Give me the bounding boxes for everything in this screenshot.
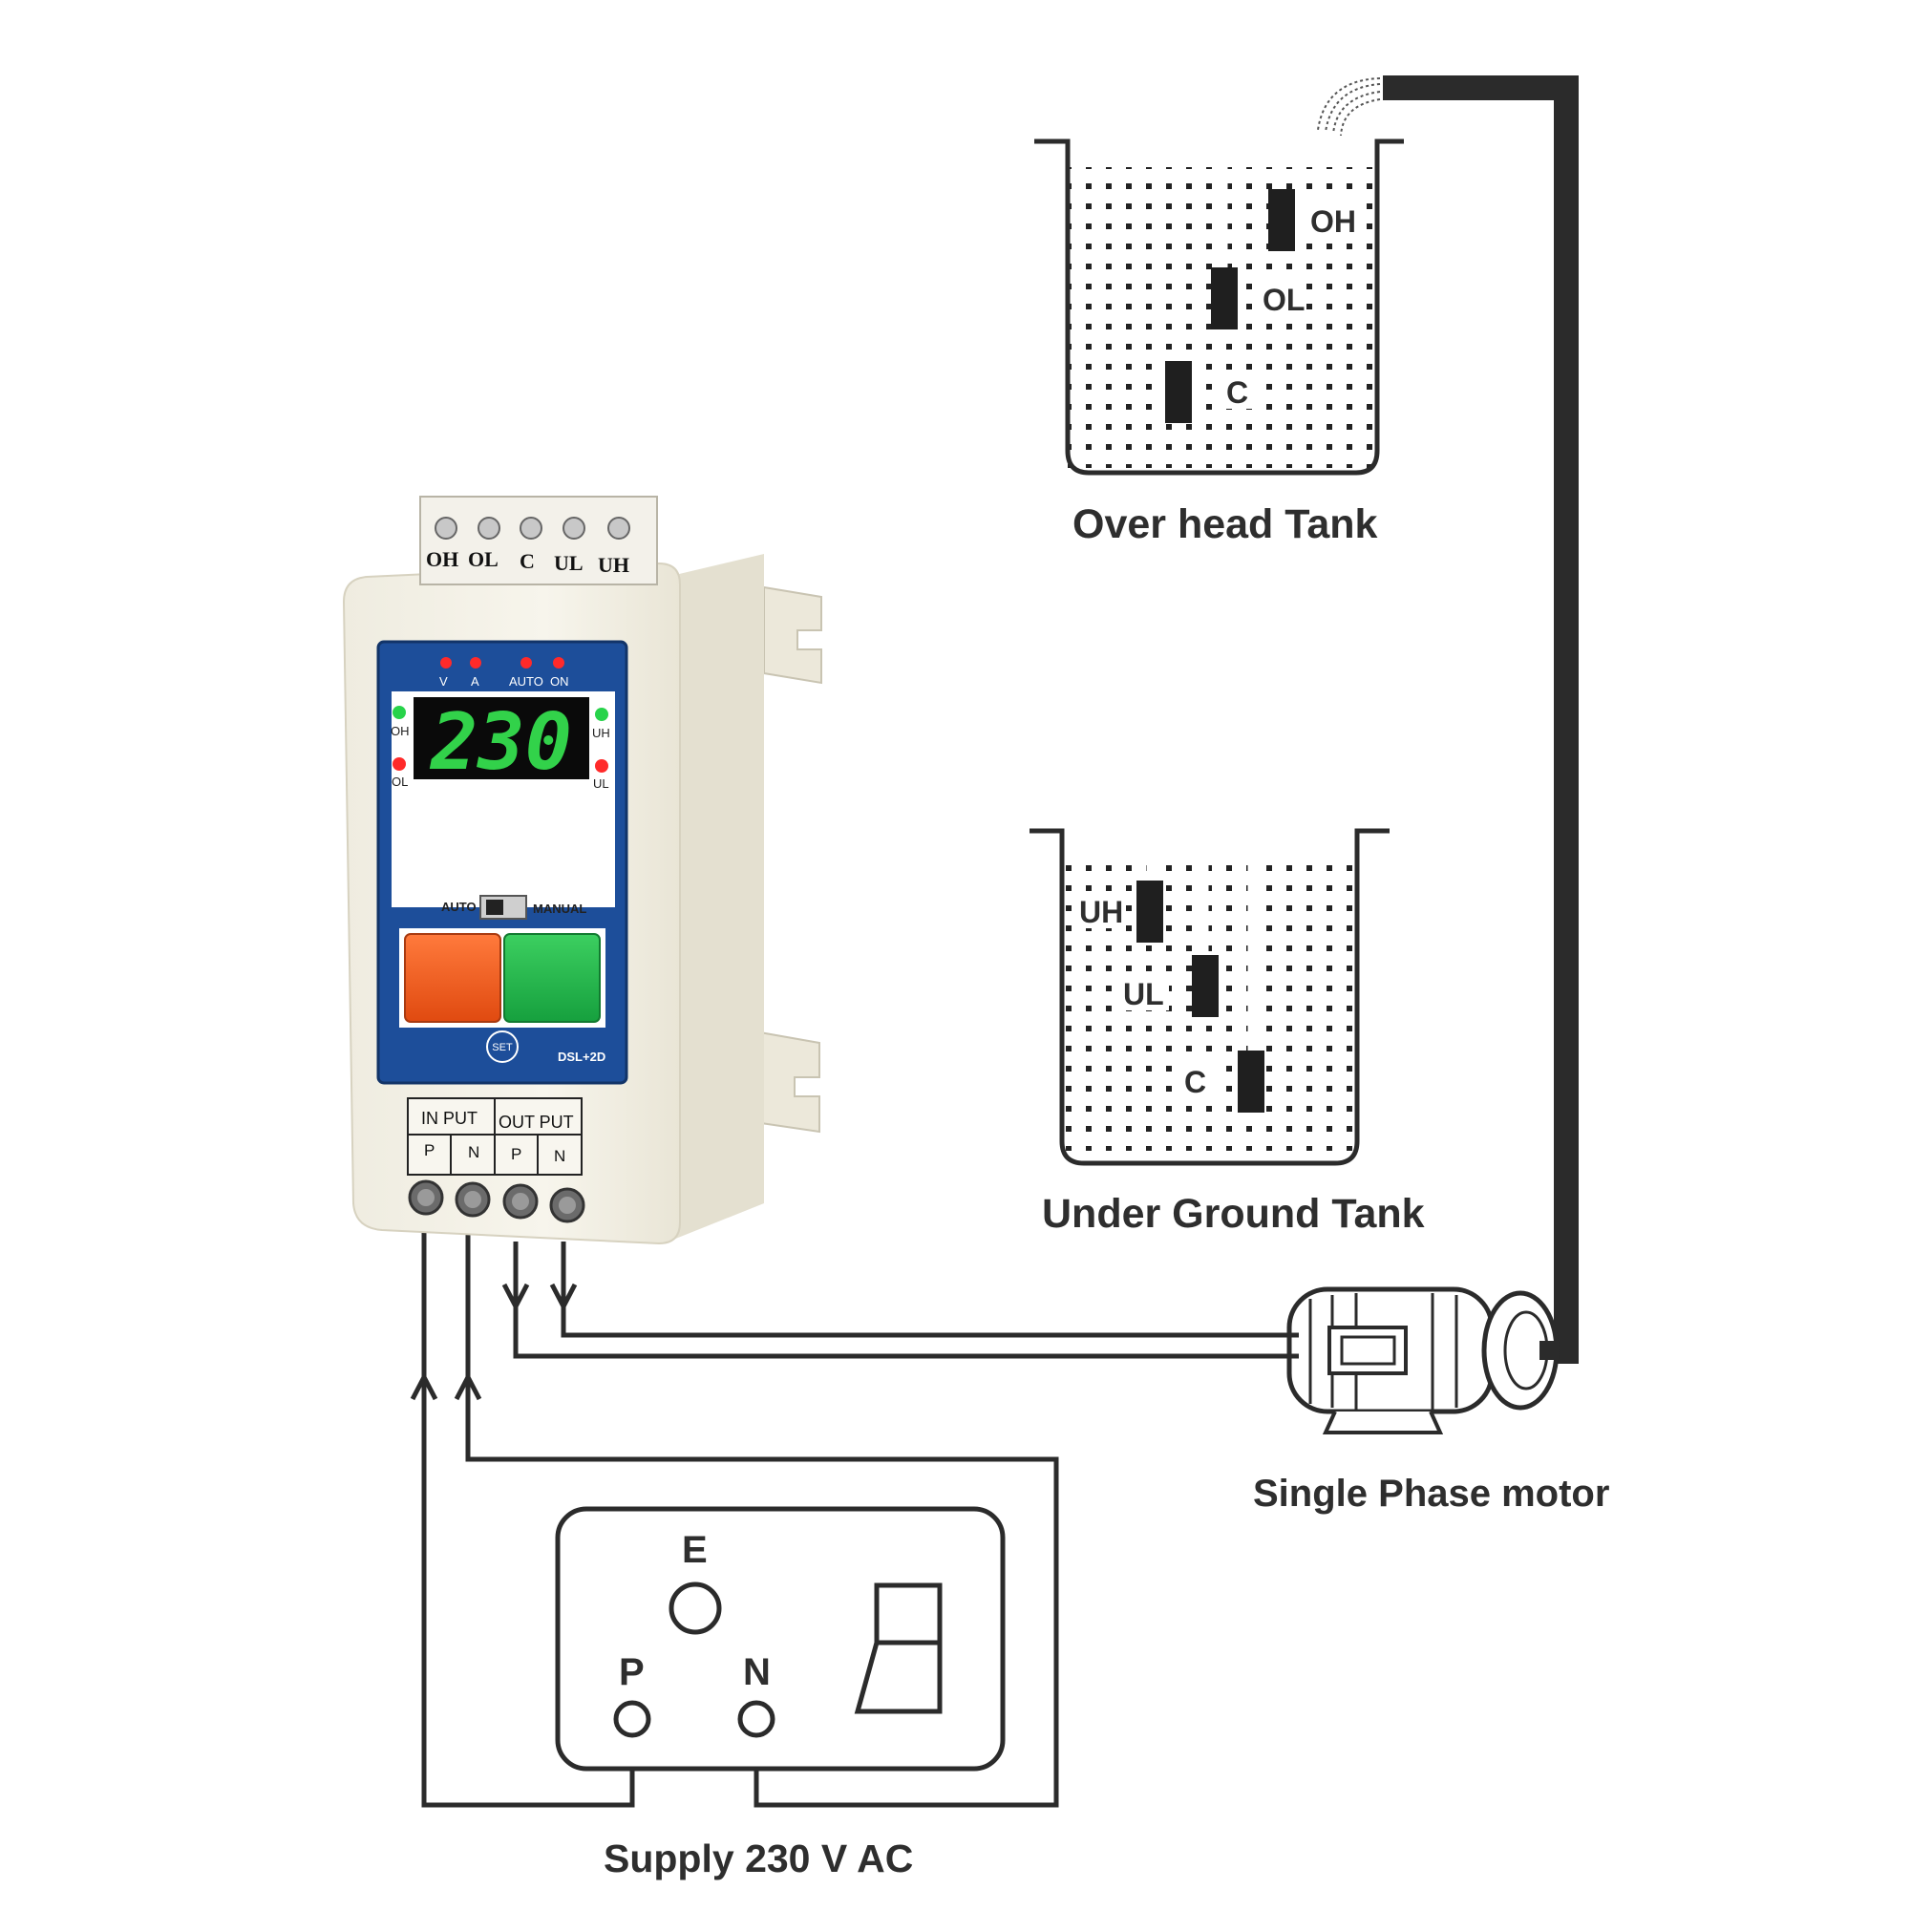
underground-tank: UH UL C Under Ground Tank (1030, 828, 1425, 1237)
probe-label-ul: UL (1123, 977, 1164, 1011)
motor-label: Single Phase motor (1253, 1473, 1609, 1515)
sensor-wires (445, 55, 1285, 1051)
underground-tank-outline (1030, 828, 1390, 1166)
terminal-label-oh: OH (426, 547, 458, 571)
switch-knob (486, 900, 503, 915)
led-label-v: V (439, 674, 448, 689)
probe-ol (1211, 267, 1238, 329)
controller-unit: OH OL C UL UH V A AUTO ON 230 OH OL UH U… (342, 496, 822, 1245)
output-wires (501, 1242, 1299, 1359)
set-button[interactable] (486, 1030, 519, 1063)
phase-pin-icon (613, 1700, 651, 1738)
probe-label-ol: OL (1263, 283, 1305, 317)
supply-label: Supply 230 V AC (604, 1836, 913, 1880)
overhead-tank: OH OL C Over head Tank (1034, 138, 1404, 547)
probe-c-underground (1238, 1051, 1264, 1113)
led-label-uh: UH (592, 726, 610, 740)
led-label-ol: OL (392, 775, 408, 789)
io-label-input-n: N (468, 1143, 479, 1161)
socket-label-neutral: N (743, 1651, 771, 1693)
digital-display (414, 697, 589, 779)
stop-button[interactable] (404, 933, 501, 1023)
cable-glands (408, 1179, 585, 1223)
io-label-input-p: P (424, 1141, 435, 1159)
led-auto (520, 657, 532, 669)
supply-socket: E P N Supply 230 V AC (555, 1506, 1006, 1880)
motor-icon: Single Phase motor (1253, 1286, 1609, 1515)
led-label-a: A (471, 674, 479, 689)
top-leds: V A AUTO ON (439, 657, 569, 689)
io-label-output-n: N (554, 1147, 565, 1165)
led-label-on: ON (550, 674, 569, 689)
set-button-label: SET (492, 1042, 513, 1053)
output-header: OUT PUT (499, 1113, 574, 1132)
switch-label-manual: MANUAL (533, 902, 586, 916)
switch-label-auto: AUTO (441, 900, 477, 914)
probe-label-uh: UH (1079, 895, 1123, 929)
led-on (553, 657, 564, 669)
earth-pin-icon (669, 1582, 722, 1635)
overhead-tank-title: Over head Tank (1072, 501, 1378, 547)
display-value: 230 (429, 697, 572, 788)
probe-c-overhead (1165, 361, 1192, 423)
terminal-label-ul: UL (554, 551, 584, 575)
socket-label-phase: P (619, 1651, 645, 1693)
overhead-tank-outline (1034, 138, 1404, 476)
led-a (470, 657, 481, 669)
socket-switch-icon (854, 1582, 943, 1714)
probe-label-oh: OH (1310, 204, 1356, 239)
terminal-label-uh: UH (598, 553, 629, 577)
led-ul (595, 759, 608, 773)
led-ol (393, 757, 406, 771)
sensor-terminal-block (419, 496, 658, 585)
probe-label-c-overhead: C (1226, 375, 1248, 410)
probe-ul (1192, 955, 1219, 1017)
io-label-output-p: P (511, 1145, 521, 1163)
terminal-label-c: C (520, 549, 535, 573)
led-label-oh: OH (391, 724, 410, 738)
io-label-table: IN PUT OUT PUT P N P N (407, 1097, 583, 1176)
neutral-pin-icon (737, 1700, 775, 1738)
socket-label-earth: E (682, 1529, 708, 1571)
probe-oh (1268, 189, 1295, 251)
start-button[interactable] (503, 933, 601, 1023)
led-v (440, 657, 452, 669)
probe-label-c-underground: C (1184, 1065, 1206, 1099)
input-header: IN PUT (421, 1109, 478, 1128)
underground-tank-title: Under Ground Tank (1042, 1191, 1425, 1237)
probe-uh (1136, 881, 1163, 943)
terminal-label-ol: OL (468, 547, 499, 571)
led-label-ul: UL (593, 776, 609, 791)
model-label: DSL+2D (558, 1050, 605, 1064)
led-uh (595, 708, 608, 721)
led-oh (393, 706, 406, 719)
terminal-screws (435, 517, 630, 540)
led-label-auto: AUTO (509, 674, 543, 689)
